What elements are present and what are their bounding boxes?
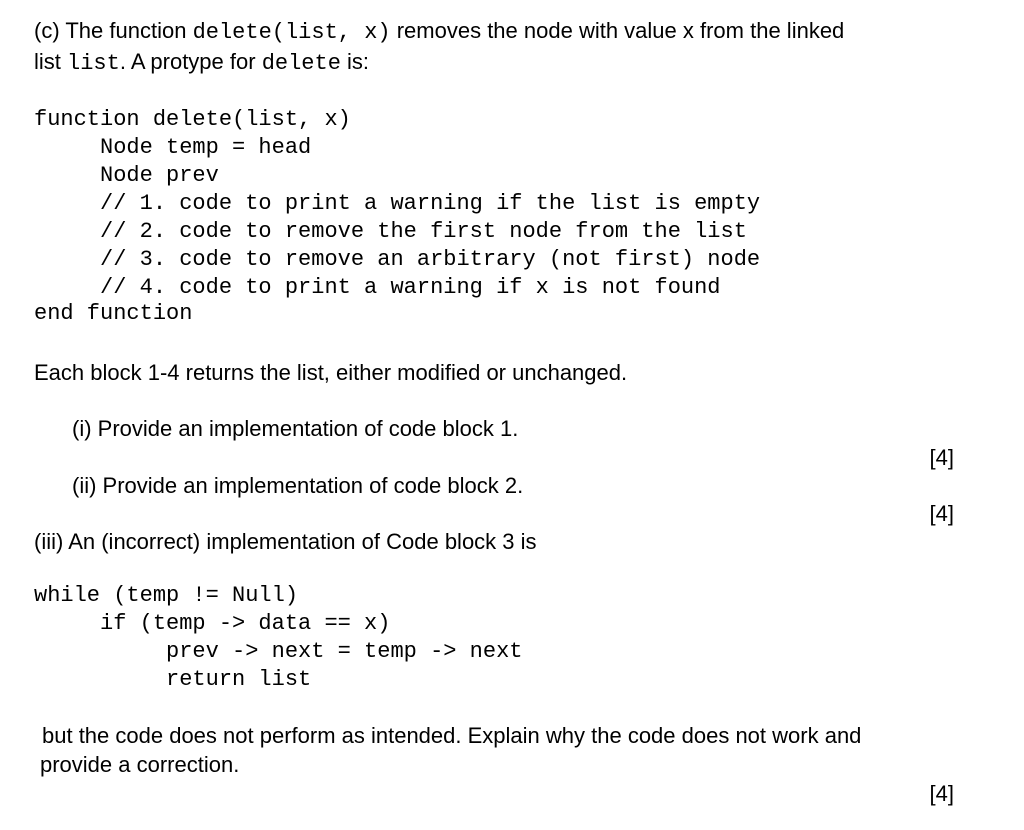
question-ii: (ii) Provide an implementation of code b… bbox=[72, 473, 524, 498]
intro-text: (c) The function bbox=[34, 18, 193, 43]
intro-line-2: list list. A protype for delete is: bbox=[34, 47, 369, 79]
list-code: list bbox=[67, 51, 120, 76]
intro-text: list bbox=[34, 49, 67, 74]
code-line: end function bbox=[34, 301, 193, 326]
intro-text: . A protype for bbox=[119, 49, 262, 74]
code-line: // 1. code to print a warning if the lis… bbox=[34, 191, 761, 216]
mark-iii: [4] bbox=[929, 781, 954, 806]
code-line: return list bbox=[34, 667, 312, 692]
code-line: Node temp = head bbox=[34, 135, 312, 160]
code-line: while (temp != Null) bbox=[34, 583, 299, 608]
intro-line-1: (c) The function delete(list, x) removes… bbox=[34, 16, 844, 48]
question-iii: (iii) An (incorrect) implementation of C… bbox=[34, 529, 537, 554]
code-line: Node prev bbox=[34, 163, 219, 188]
delete-code: delete bbox=[261, 51, 341, 76]
code-line: function delete(list, x) bbox=[34, 107, 351, 132]
code-line: // 4. code to print a warning if x is no… bbox=[34, 275, 721, 300]
explain-line-1: but the code does not perform as intende… bbox=[42, 723, 862, 748]
code-line: // 3. code to remove an arbitrary (not f… bbox=[34, 247, 761, 272]
mark-i: [4] bbox=[929, 445, 954, 470]
intro-text: is: bbox=[340, 49, 370, 74]
question-i: (i) Provide an implementation of code bl… bbox=[72, 416, 519, 441]
code-line: // 2. code to remove the first node from… bbox=[34, 219, 747, 244]
explain-line-2: provide a correction. bbox=[40, 752, 240, 777]
code-line: prev -> next = temp -> next bbox=[34, 639, 523, 664]
code-line: if (temp -> data == x) bbox=[34, 611, 391, 636]
intro-text: removes the node with value x from the l… bbox=[390, 18, 845, 43]
blocks-note: Each block 1-4 returns the list, either … bbox=[34, 360, 628, 385]
mark-ii: [4] bbox=[929, 501, 954, 526]
delete-signature-code: delete(list, x) bbox=[192, 20, 391, 45]
